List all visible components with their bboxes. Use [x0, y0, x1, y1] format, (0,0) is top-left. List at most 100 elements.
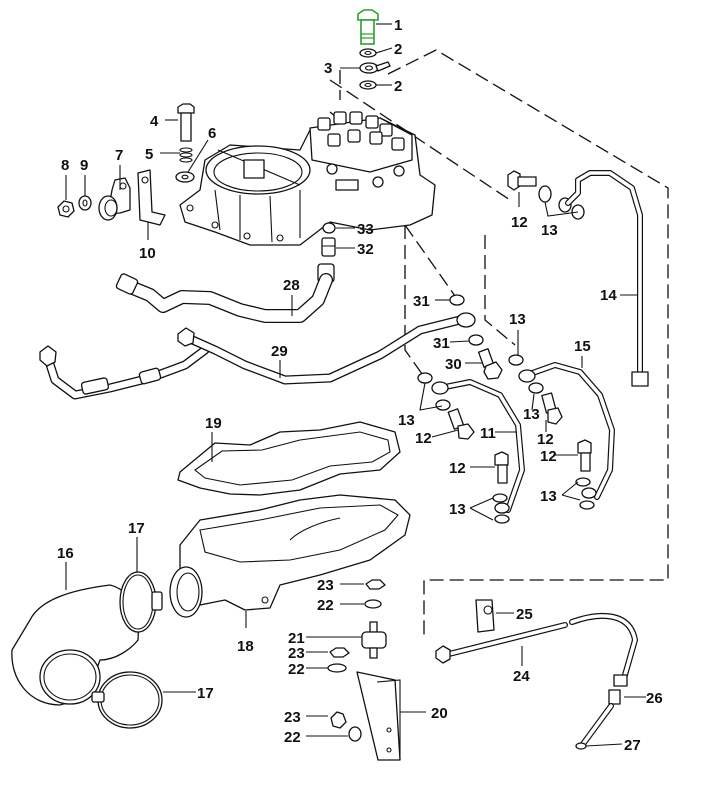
part-8-nut[interactable]: [57, 200, 75, 218]
callout-13-lower-left[interactable]: 13: [449, 501, 466, 518]
callout-8[interactable]: 8: [61, 157, 69, 174]
part-15-fuel-line[interactable]: [518, 362, 615, 500]
part-4-bolt[interactable]: [177, 103, 195, 142]
part-23-nut-top[interactable]: [365, 579, 386, 590]
callout-33[interactable]: 33: [357, 221, 374, 238]
callout-17-upper[interactable]: 17: [128, 520, 145, 537]
part-32-union[interactable]: [321, 237, 336, 257]
part-23-nut-mid[interactable]: [329, 647, 350, 658]
part-5-spring[interactable]: [179, 147, 193, 163]
part-16-elbow-hose[interactable]: [11, 584, 139, 706]
callout-13-left[interactable]: 13: [398, 412, 415, 429]
part-22-washer-top[interactable]: [364, 599, 382, 609]
callout-32[interactable]: 32: [357, 241, 374, 258]
callout-13-lower-right[interactable]: 13: [540, 488, 557, 505]
callout-30[interactable]: 30: [445, 356, 462, 373]
part-30-hollow-bolt[interactable]: [477, 348, 503, 380]
part-25-clip[interactable]: [475, 599, 495, 633]
callout-3[interactable]: 3: [324, 60, 332, 77]
part-13-washers-mid-right[interactable]: [528, 382, 544, 394]
part-17-hose-clamp-lower[interactable]: [91, 671, 163, 729]
part-24-line[interactable]: [435, 612, 638, 678]
callout-12-left[interactable]: 12: [415, 430, 432, 447]
part-13-washers-lower-left[interactable]: [492, 493, 510, 524]
callout-28[interactable]: 28: [283, 277, 300, 294]
part-11-fuel-line[interactable]: [431, 379, 525, 513]
callout-12-mid-right[interactable]: 12: [537, 431, 554, 448]
callout-15[interactable]: 15: [574, 338, 591, 355]
callout-29[interactable]: 29: [271, 343, 288, 360]
callout-26[interactable]: 26: [646, 690, 663, 707]
callout-4[interactable]: 4: [150, 113, 159, 130]
callout-5[interactable]: 5: [145, 146, 153, 163]
part-26-fitting[interactable]: [608, 674, 628, 705]
part-10-bracket[interactable]: [137, 169, 166, 226]
callout-24[interactable]: 24: [513, 668, 530, 685]
callout-6[interactable]: 6: [208, 125, 216, 142]
part-18-intake-housing[interactable]: [169, 494, 411, 618]
callout-23-top[interactable]: 23: [317, 577, 334, 594]
callout-14[interactable]: 14: [600, 287, 617, 304]
part-20-support-bracket[interactable]: [356, 671, 401, 761]
part-7-clamp[interactable]: [98, 177, 131, 221]
part-22-washer-mid[interactable]: [327, 663, 347, 673]
part-31-seal-upper[interactable]: [449, 294, 465, 306]
callout-25[interactable]: 25: [516, 606, 533, 623]
callout-18[interactable]: 18: [237, 638, 254, 655]
part-1-bolt[interactable]: [357, 9, 379, 45]
part-17-hose-clamp-upper[interactable]: [119, 571, 163, 633]
part-9-lock-washer[interactable]: [78, 195, 92, 211]
callout-2-lower[interactable]: 2: [394, 78, 402, 95]
callout-31-lower[interactable]: 31: [433, 335, 450, 352]
callout-27[interactable]: 27: [624, 737, 641, 754]
callout-12-lower-left[interactable]: 12: [449, 460, 466, 477]
part-3-banjo[interactable]: [359, 61, 391, 74]
part-12-bolt-upper[interactable]: [507, 170, 537, 191]
callout-13-right[interactable]: 13: [509, 311, 526, 328]
part-13-washers-lower-right[interactable]: [575, 477, 597, 510]
part-28-fuel-hose[interactable]: [115, 273, 333, 323]
part-19-gasket[interactable]: [177, 421, 401, 496]
part-23-nut-low[interactable]: [330, 711, 347, 729]
callout-12-upper[interactable]: 12: [511, 214, 528, 231]
part-6-washer[interactable]: [175, 171, 195, 183]
part-33-seal[interactable]: [322, 222, 336, 234]
part-12-bolt-mid-right[interactable]: [541, 392, 563, 425]
callout-22-mid[interactable]: 22: [288, 661, 305, 678]
callout-10[interactable]: 10: [139, 245, 156, 262]
callout-2-upper[interactable]: 2: [394, 41, 402, 58]
callout-23-low[interactable]: 23: [284, 709, 301, 726]
part-12-bolt-left[interactable]: [447, 408, 475, 440]
callout-20[interactable]: 20: [431, 705, 448, 722]
part-2-washer-lower[interactable]: [359, 80, 377, 90]
part-12-bolt-lower-left[interactable]: [494, 451, 509, 484]
callout-31-upper[interactable]: 31: [413, 293, 430, 310]
fuel-distributor-assembly[interactable]: [179, 111, 436, 246]
part-14-fuel-line[interactable]: [565, 170, 649, 387]
callout-11[interactable]: 11: [480, 425, 496, 442]
callout-17-lower[interactable]: 17: [197, 685, 214, 702]
part-22-washer-low[interactable]: [348, 726, 362, 742]
callout-23-mid[interactable]: 23: [288, 645, 305, 662]
callout-12-lower-right[interactable]: 12: [540, 448, 557, 465]
callout-21[interactable]: 21: [288, 630, 305, 647]
callout-9[interactable]: 9: [80, 157, 88, 174]
part-27-sensor-tip[interactable]: [575, 703, 614, 750]
callout-16[interactable]: 16: [57, 545, 74, 562]
part-12-bolt-lower-right[interactable]: [577, 439, 592, 472]
part-21-rubber-mount[interactable]: [361, 621, 387, 659]
callout-13-upper[interactable]: 13: [541, 222, 558, 239]
part-31-seal-lower[interactable]: [468, 334, 484, 346]
callout-19[interactable]: 19: [205, 415, 222, 432]
part-13-washers-left[interactable]: [417, 372, 451, 411]
part-2-washer-upper[interactable]: [359, 48, 377, 58]
callout-labels: 1 2 3 2 4 5 6 7 8 9 10 33 32 12 13 14 28…: [57, 17, 663, 754]
callout-22-top[interactable]: 22: [317, 597, 334, 614]
part-13-washer-right[interactable]: [508, 354, 524, 366]
callout-7[interactable]: 7: [115, 147, 123, 164]
part-29-fuel-line[interactable]: [39, 312, 476, 400]
leader-lines: [65, 23, 646, 747]
callout-1[interactable]: 1: [394, 17, 402, 34]
callout-13-mid-right[interactable]: 13: [523, 406, 540, 423]
callout-22-low[interactable]: 22: [284, 729, 301, 746]
